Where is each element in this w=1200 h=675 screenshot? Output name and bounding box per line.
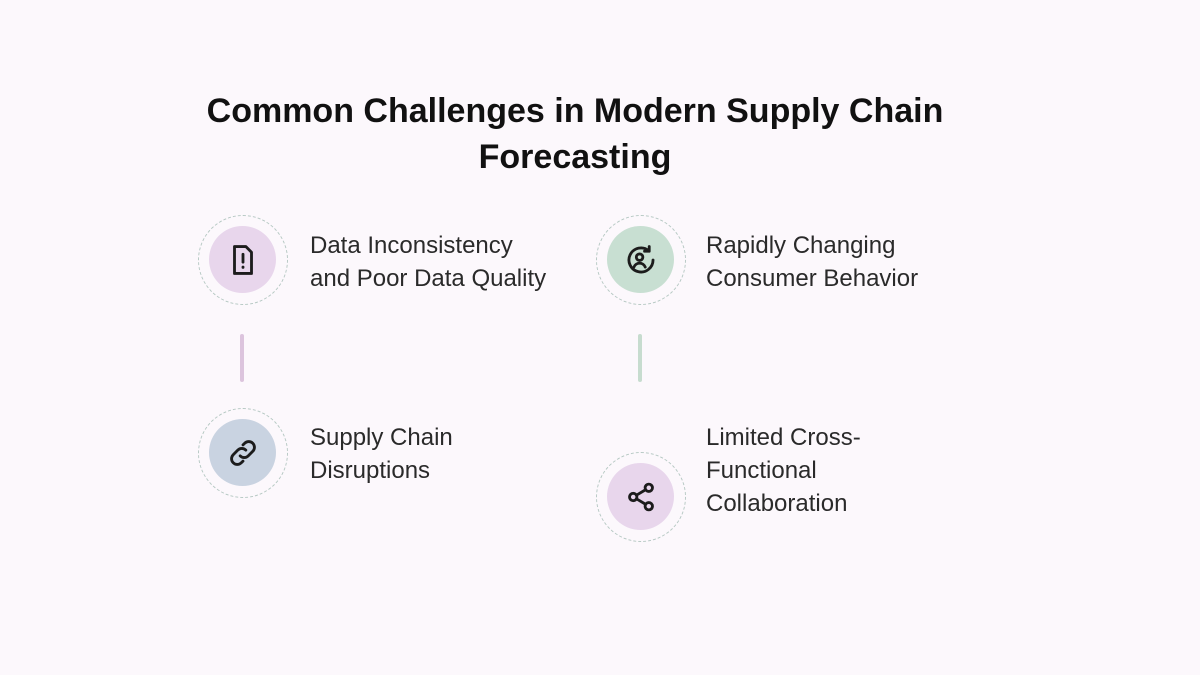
challenge-4-label-line3: Collaboration	[706, 490, 848, 517]
challenge-4-circle	[607, 463, 674, 530]
page-title: Common Challenges in Modern Supply Chain…	[206, 92, 944, 176]
challenge-4-label-line2: Functional	[706, 457, 817, 484]
challenge-2-label-line2: Consumer Behavior	[706, 265, 919, 292]
link-icon	[229, 439, 256, 466]
challenge-1-label-line1: Data Inconsistency	[310, 232, 513, 259]
challenge-2-label: Rapidly Changing Consumer Behavior	[706, 229, 966, 295]
challenge-1-label-line2: and Poor Data Quality	[310, 265, 547, 292]
challenge-4-label-line1: Limited Cross-	[706, 424, 861, 451]
challenge-2-label-line1: Rapidly Changing	[706, 232, 896, 259]
challenge-4-label: Limited Cross- Functional Collaboration	[706, 421, 966, 520]
connector-right	[638, 334, 642, 382]
challenge-3-badge	[198, 408, 288, 498]
challenge-2-circle	[607, 226, 674, 293]
connector-left	[240, 334, 244, 382]
challenge-4-badge	[596, 452, 686, 542]
challenge-2-badge	[596, 215, 686, 305]
share-icon	[627, 482, 654, 511]
challenge-3-label-line2: Disruptions	[310, 457, 431, 484]
challenge-1-badge	[198, 215, 288, 305]
challenge-3-circle	[209, 419, 276, 486]
alert-document-icon	[232, 244, 253, 275]
challenge-3-label: Supply Chain Disruptions	[310, 421, 570, 487]
challenge-3-label-line1: Supply Chain	[310, 424, 453, 451]
refresh-user-icon	[627, 244, 654, 273]
challenge-1-label: Data Inconsistency and Poor Data Quality	[310, 229, 570, 295]
challenge-1-circle	[209, 226, 276, 293]
